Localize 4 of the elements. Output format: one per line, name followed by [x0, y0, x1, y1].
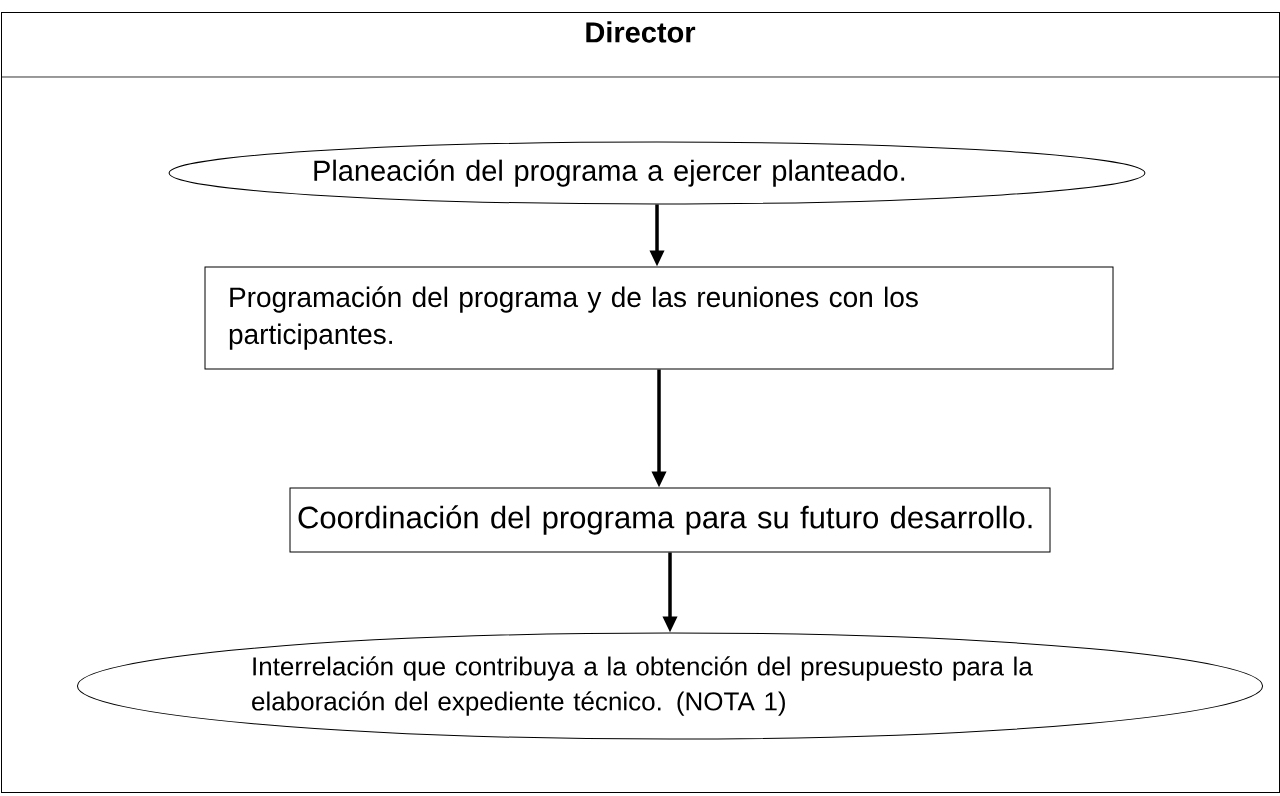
process-box: Programación del programa y de las reuniones con los participantes.: [204, 266, 1114, 370]
process-box: Coordinación del programa para su futuro desarrollo.: [289, 487, 1051, 553]
lane-heading: Director: [586, 21, 696, 43]
swimlane-frame: [1, 12, 1280, 793]
